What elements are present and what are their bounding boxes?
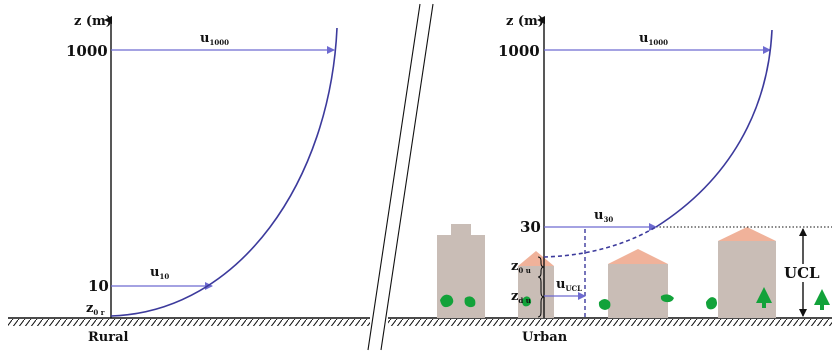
shrub-icon [598,299,611,310]
rural-wind-profile [110,27,338,317]
urban-ground-hatch [388,319,832,326]
ucl-label: UCL [784,264,820,282]
urban-profile-dashed [543,226,657,258]
tree-icon [756,287,772,303]
urban-axis-label: z (m) [506,14,544,29]
urban-zdu-label: zd u [511,289,531,305]
building-2 [518,251,554,318]
rural-ground-hatch [8,319,370,326]
rural-u10-label: u10 [150,265,169,281]
shrub-icon [440,294,454,308]
urban-uucl-label: uUCL [556,277,582,293]
rural-axis-label: z (m) [74,14,112,29]
shrub-icon [706,297,717,310]
rural-z0-label: z0 r [86,301,105,317]
urban-wind-profile [655,29,773,228]
z0u-brace [537,256,545,278]
axis-break [367,3,434,351]
tree-icon [814,289,830,305]
building-3 [608,249,668,318]
building-1 [437,224,485,318]
urban-u30-label: u30 [594,208,613,224]
rural-panel: z (m) 1000 10 z0 r u1000 u10 Rural [8,14,370,345]
shrub-icon [522,296,532,307]
shrub-icon [464,296,476,308]
trees [440,287,830,310]
rural-ground-label: Rural [88,330,129,345]
zdu-brace [537,276,545,318]
rural-tick-1000: 1000 [66,42,108,60]
urban-tick-30: 30 [520,218,541,236]
urban-tick-1000: 1000 [498,42,540,60]
rural-u1000-label: u1000 [200,31,229,47]
shrub-icon [660,294,674,303]
urban-z0u-label: z0 u [511,259,531,275]
rural-tick-10: 10 [88,277,109,295]
urban-ground-label: Urban [522,330,568,345]
urban-panel: z (m) 1000 30 u1000 u30 uUCL z0 u [388,14,832,345]
urban-u1000-label: u1000 [639,31,668,47]
building-4 [718,227,776,318]
